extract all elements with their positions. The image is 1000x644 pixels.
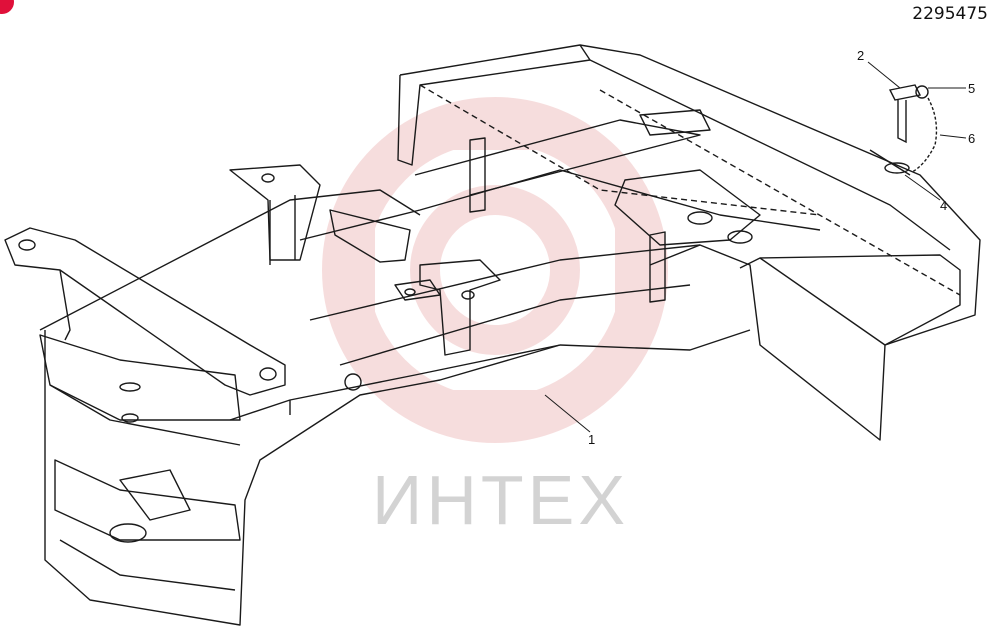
callout-6: 6 <box>968 131 976 146</box>
callout-4: 4 <box>940 198 948 213</box>
leader-lines <box>544 61 967 433</box>
callout-5: 5 <box>968 81 976 96</box>
pin-and-chain-detail <box>869 84 938 176</box>
gear-watermark-icon <box>322 97 668 443</box>
drawing-number: 2295475 <box>912 4 988 24</box>
callout-1: 1 <box>588 432 596 447</box>
callout-2: 2 <box>857 48 865 63</box>
watermark-text: ИНТЕХ <box>372 461 630 539</box>
frame-linework <box>4 44 981 626</box>
